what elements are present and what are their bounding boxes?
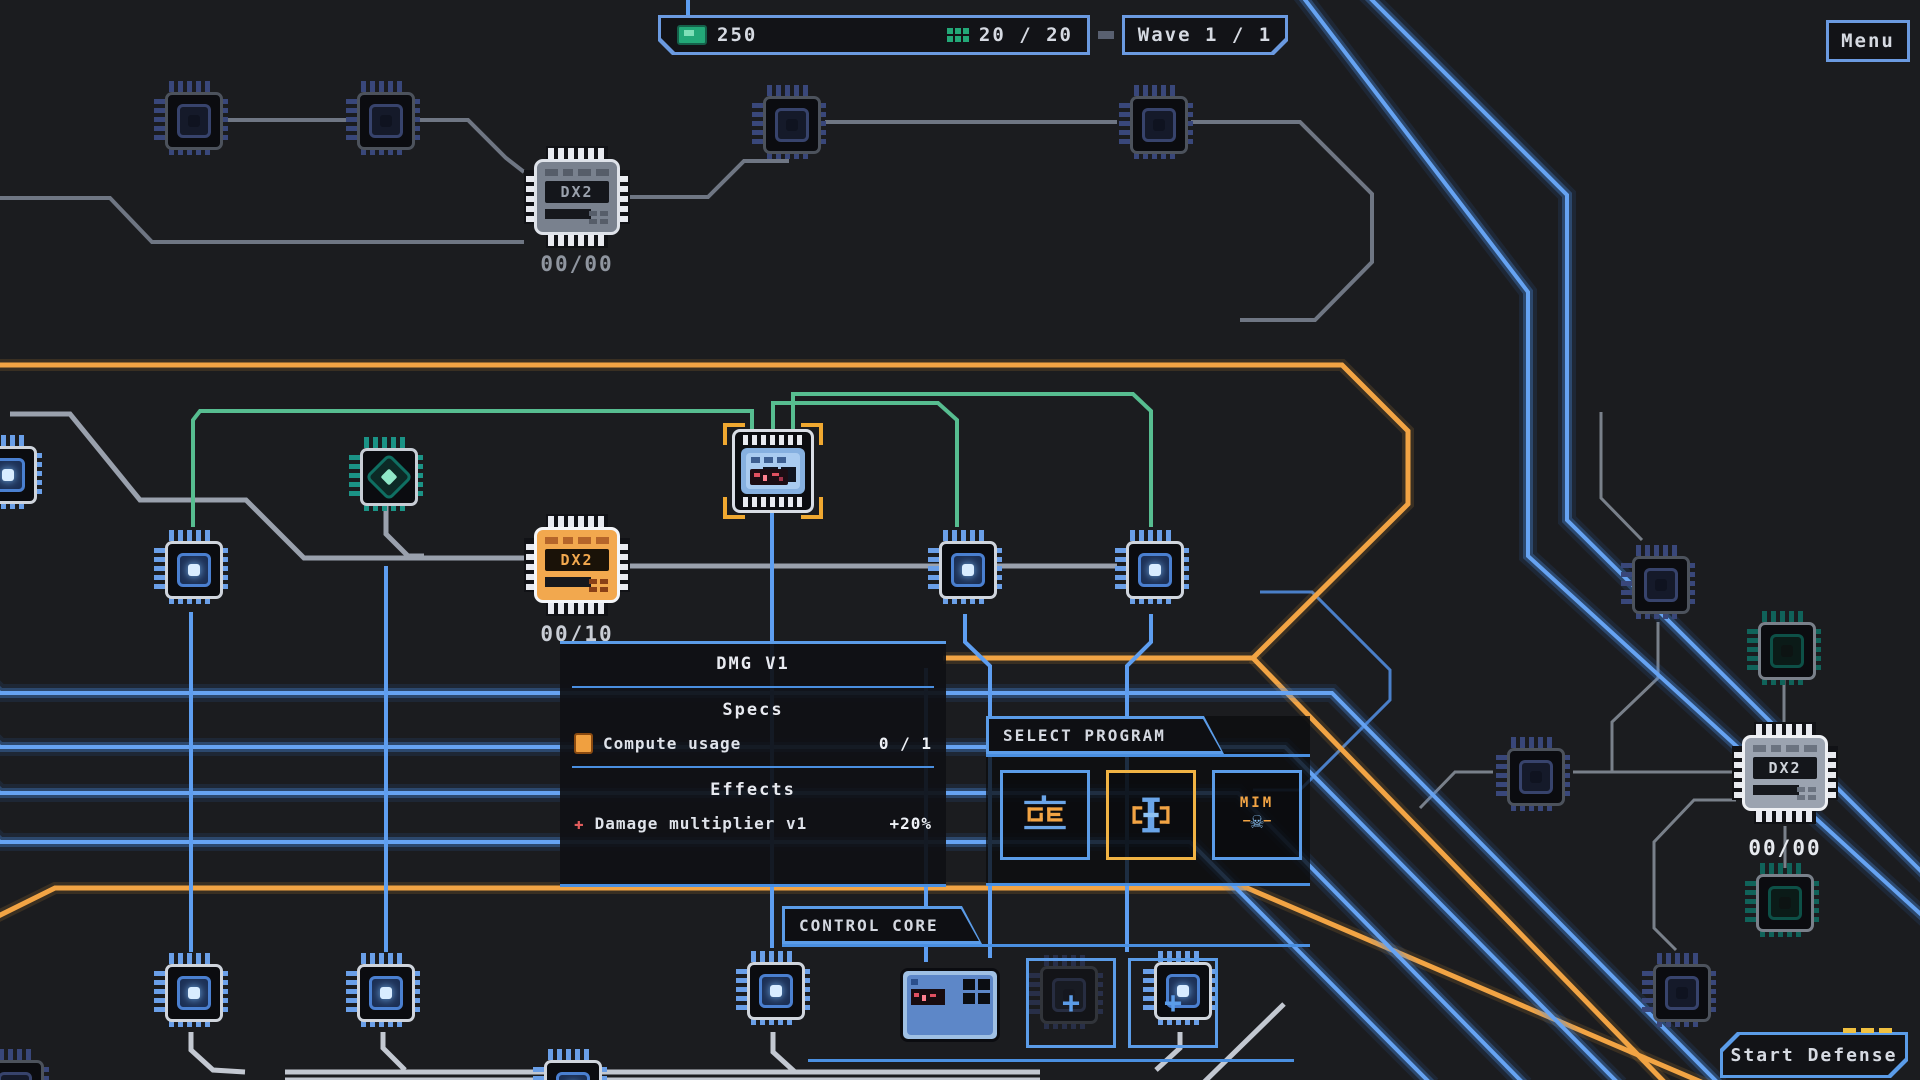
cpu-chip-silver[interactable]: DX2 [1732,722,1838,824]
skull-program-text: MIM [1239,795,1275,811]
chip-node-blue[interactable] [153,952,229,1028]
compute-usage-row: Compute usage 0 / 1 [560,726,946,760]
chip-node-dim[interactable] [1028,954,1104,1030]
chip-node-blue[interactable] [735,950,811,1026]
divider [572,766,934,768]
hud-joint [1098,31,1114,39]
plus-icon: + [1061,985,1081,1021]
chip-node-blue[interactable] [1142,950,1218,1026]
cores-grid-icon [947,28,969,42]
card-display [911,989,945,1005]
chip-text: DX2 [1753,757,1817,779]
divider [572,686,934,688]
select-program-tab: SELECT PROGRAM [986,716,1224,754]
charge-dashes-icon [1843,1028,1892,1033]
program-slot-skull[interactable]: MIM –☠– [1212,770,1302,860]
chip-node-dim[interactable] [153,80,229,156]
energy-icon [677,25,707,45]
beam-program-icon [1132,797,1170,833]
panel-line [782,944,1310,947]
chip-node-tealdim[interactable] [1744,862,1820,938]
control-core-panel: CONTROL CORE + + [782,906,1310,1066]
chip-node-dim[interactable] [1620,544,1696,620]
program-slot-maze[interactable] [1000,770,1090,860]
panel-line [986,754,1310,757]
panel-line [808,1059,1294,1062]
resource-bar: 250 20 / 20 [658,15,1090,55]
start-defense-label: Start Defense [1723,1035,1905,1075]
start-defense-button[interactable]: Start Defense [1720,1028,1908,1078]
compute-icon [574,732,593,754]
energy-count: 250 [717,24,758,46]
tooltip-title: DMG V1 [716,654,790,674]
effect-row: ✚ Damage multiplier v1 +20% [560,806,946,840]
installed-program-card[interactable] [900,968,1000,1042]
control-core-tab: CONTROL CORE [782,906,982,944]
program-tooltip: DMG V1 Specs Compute usage 0 / 1 Effects… [560,641,946,887]
menu-button[interactable]: Menu [1826,20,1910,62]
chip-text: DX2 [545,549,609,571]
effects-header: Effects [710,780,796,800]
wave-label: Wave 1 / 1 [1137,24,1273,46]
select-program-panel: SELECT PROGRAM [986,716,1310,886]
select-program-title: SELECT PROGRAM [989,719,1221,751]
chip-text: DX2 [545,181,609,203]
chip-node-blue[interactable] [927,529,1003,605]
chip-node-tealdim[interactable] [1746,610,1822,686]
chip-node-blue[interactable] [0,434,43,510]
chip-node-blue[interactable] [345,952,421,1028]
chip-node-dim[interactable] [0,1048,50,1080]
specs-header: Specs [722,700,784,720]
compute-label: Compute usage [603,733,742,753]
wave-indicator: Wave 1 / 1 [1122,15,1288,55]
chip-node-dim[interactable] [1495,736,1571,812]
chip-node-dim[interactable] [1118,84,1194,160]
menu-label: Menu [1841,30,1895,52]
maze-program-icon [1024,795,1066,830]
control-core-title: CONTROL CORE [785,909,979,941]
panel-line [986,883,1310,886]
chip-node-blue[interactable] [153,529,229,605]
compute-value: 0 / 1 [878,733,932,753]
plus-icon: + [1163,985,1183,1021]
program-slot-beam-selected[interactable] [1106,770,1196,860]
effect-label: Damage multiplier v1 [594,813,808,833]
chip-node-blue[interactable] [1114,529,1190,605]
core-slot-1[interactable]: + [1026,958,1116,1048]
cpu-chip-orange[interactable]: DX2 [524,514,630,616]
chip-node-blue[interactable] [532,1048,608,1080]
damage-cross-icon: ✚ [574,813,585,833]
selected-module-chip[interactable] [723,423,823,519]
cpu-chip-gray[interactable]: DX2 [524,146,630,248]
skull-icon: –☠– [1243,809,1271,834]
chip-node-dim[interactable] [345,80,421,156]
chip-node-dim[interactable] [1641,952,1717,1028]
chip-node-dim[interactable] [751,84,827,160]
cores-count: 20 / 20 [978,24,1073,46]
core-slot-2[interactable]: + [1128,958,1218,1048]
effect-value: +20% [889,813,932,833]
chip-node-teal[interactable] [348,436,424,512]
